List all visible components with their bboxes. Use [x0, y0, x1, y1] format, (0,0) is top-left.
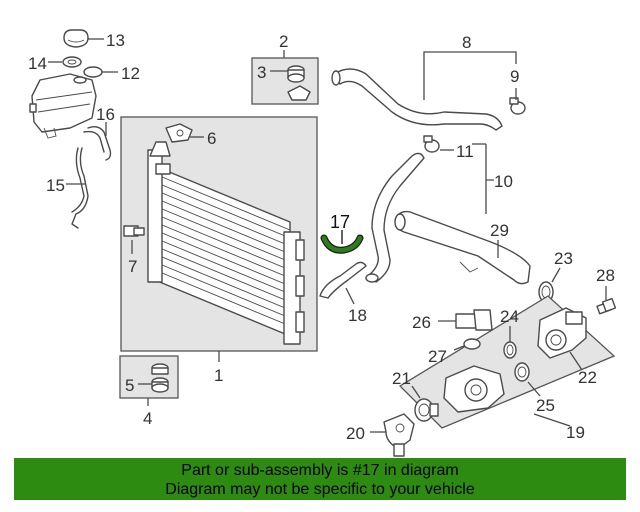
leader-19 [533, 413, 571, 427]
fitting-26[interactable] [455, 309, 493, 331]
callout-20[interactable]: 20 [346, 424, 365, 443]
leader-22 [569, 351, 583, 371]
hose-clamp-9[interactable] [509, 97, 526, 115]
thermostat-21[interactable] [414, 398, 439, 422]
callout-9[interactable]: 9 [510, 67, 519, 86]
reservoir-seal-14[interactable] [62, 56, 82, 68]
reservoir-gasket-12[interactable] [83, 66, 103, 78]
hose-18[interactable] [319, 261, 367, 299]
callout-5[interactable]: 5 [125, 376, 134, 395]
callout-22[interactable]: 22 [578, 368, 597, 387]
callout-28[interactable]: 28 [596, 266, 615, 285]
water-inlet-20[interactable] [383, 413, 415, 457]
callout-10[interactable]: 10 [494, 172, 513, 191]
leader-10 [485, 144, 494, 214]
water-outlet-22[interactable] [537, 307, 587, 359]
callout-15[interactable]: 15 [46, 176, 65, 195]
overflow-hose-15[interactable] [71, 147, 89, 229]
callout-26[interactable]: 26 [412, 313, 431, 332]
upper-radiator-hose-8[interactable] [331, 68, 503, 131]
temp-sensor-28[interactable] [596, 297, 617, 315]
reservoir-hose-16[interactable] [83, 125, 112, 161]
banner-line-part: Part or sub-assembly is #17 in diagram [181, 462, 459, 479]
reservoir-cap-13[interactable] [63, 29, 89, 48]
callout-27[interactable]: 27 [428, 347, 447, 366]
leader-8 [423, 51, 517, 100]
bracket-6[interactable] [165, 123, 193, 143]
callout-16[interactable]: 16 [96, 105, 115, 124]
callout-8[interactable]: 8 [462, 33, 471, 52]
mount-box-4 [119, 355, 179, 399]
leader-21 [411, 385, 421, 399]
callout-4[interactable]: 4 [143, 409, 152, 428]
callout-12[interactable]: 12 [121, 64, 140, 83]
lower-radiator-hose-10[interactable] [365, 152, 425, 283]
drain-plug-7[interactable] [123, 225, 145, 237]
hose-clamp-11[interactable] [423, 135, 440, 153]
callout-14[interactable]: 14 [28, 54, 47, 73]
callout-19[interactable]: 19 [566, 423, 585, 442]
leader-25 [527, 381, 541, 397]
callout-7[interactable]: 7 [128, 257, 137, 276]
part-info-banner: Part or sub-assembly is #17 in diagram D… [14, 458, 626, 500]
water-pipe-29[interactable] [394, 210, 531, 285]
callout-21[interactable]: 21 [392, 369, 411, 388]
leader-18 [345, 287, 355, 305]
leader-23 [551, 267, 561, 283]
upper-mount-3[interactable] [287, 65, 311, 101]
callout-23[interactable]: 23 [554, 249, 573, 268]
o-ring-27[interactable] [463, 338, 481, 350]
banner-line-disclaimer: Diagram may not be specific to your vehi… [165, 481, 475, 498]
callout-17[interactable]: 17 [330, 212, 350, 232]
thermostat-housing[interactable] [443, 365, 505, 413]
callout-29[interactable]: 29 [490, 221, 509, 240]
callout-3[interactable]: 3 [257, 63, 266, 82]
leader-27 [453, 345, 465, 351]
callout-6[interactable]: 6 [207, 129, 216, 148]
callout-18[interactable]: 18 [348, 306, 367, 325]
callout-13[interactable]: 13 [106, 31, 125, 50]
gasket-24[interactable] [503, 341, 517, 359]
callout-2[interactable]: 2 [279, 32, 288, 51]
coolant-reservoir[interactable] [29, 73, 97, 139]
lower-mount-5[interactable] [151, 363, 169, 393]
callout-25[interactable]: 25 [536, 396, 555, 415]
callout-11[interactable]: 11 [456, 142, 474, 161]
bypass-hose-17-highlighted[interactable] [320, 234, 364, 254]
callout-1[interactable]: 1 [214, 366, 223, 385]
callout-24[interactable]: 24 [500, 307, 519, 326]
gasket-25[interactable] [514, 362, 530, 382]
radiator[interactable] [147, 141, 305, 345]
